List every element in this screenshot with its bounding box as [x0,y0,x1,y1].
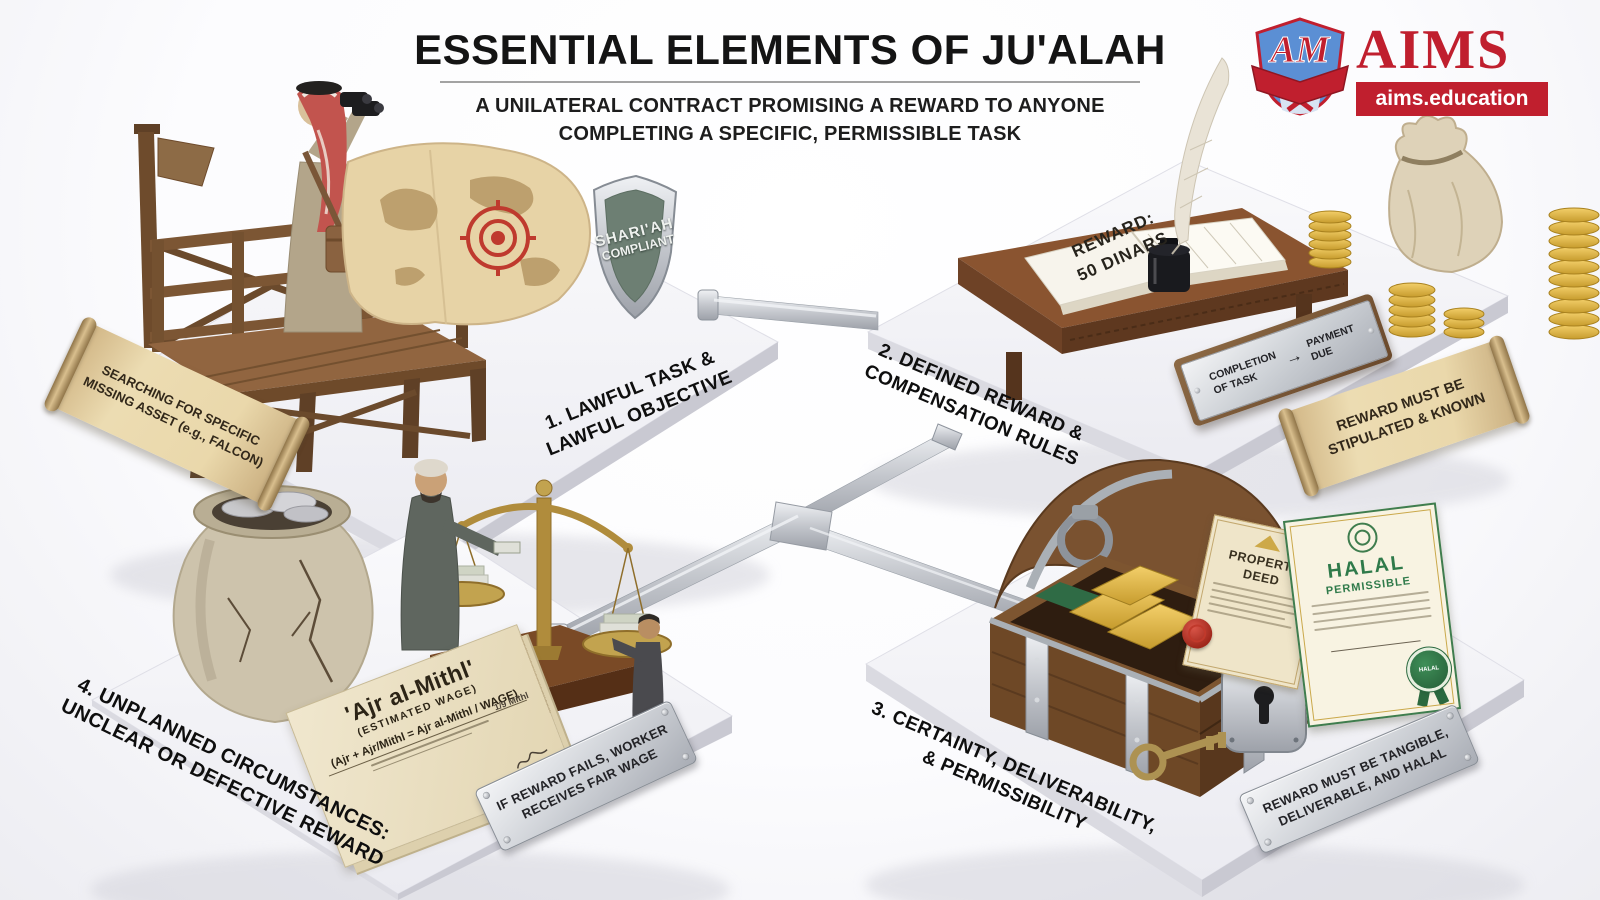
ajr-al-mithl-document: 'Ajr al-Mithl' (ESTIMATED WAGE) (Ajr + A… [285,624,577,868]
connector-rod-top [697,289,879,331]
cert-text-line [1312,598,1430,616]
screw-icon [1445,711,1455,721]
shariah-shield-icon [592,174,678,320]
signature-icon [517,749,548,769]
merchant-figure [400,459,521,651]
title-divider [440,81,1140,83]
halal-seal-icon: HALAL [1407,648,1451,691]
key-icon [1129,732,1226,781]
cracked-vase [172,485,374,724]
q2-plaque-right: PAYMENT DUE [1305,323,1361,365]
halal-certificate: HALAL PERMISSIBLE HALAL [1282,502,1462,728]
header: ESSENTIAL ELEMENTS OF JU'ALAH A UNILATER… [390,26,1190,148]
aims-wordmark: AIMS [1356,19,1511,81]
page-title: ESSENTIAL ELEMENTS OF JU'ALAH [414,26,1166,73]
cert-text-line [1313,606,1431,624]
screw-icon [1263,837,1273,847]
screw-icon [502,835,512,845]
screw-icon [660,707,670,717]
aims-website: aims.education [1356,82,1548,116]
screw-icon [1463,752,1473,762]
connector-rod-center [547,423,1061,651]
page-subtitle: A UNILATERAL CONTRACT PROMISING A REWARD… [390,92,1190,148]
cert-signature-line [1329,628,1421,653]
screw-icon [1245,796,1255,806]
screw-icon [481,790,492,801]
quill-icon [1171,57,1230,255]
inkwell [1148,238,1190,292]
money-bag [1388,114,1504,274]
aims-logo-shield: AM [1250,17,1350,116]
subtitle-line-2: COMPLETING A SPECIFIC, PERMISSIBLE TASK [558,123,1022,145]
arrow-right-icon: → [1282,345,1305,369]
aims-logo: AM AIMS aims.education [1248,10,1553,122]
subtitle-line-1: A UNILATERAL CONTRACT PROMISING A REWARD… [475,95,1105,117]
deed-ornament-icon [1254,532,1283,552]
certificate-ornament-icon [1345,520,1380,555]
coin-stacks [1308,207,1600,340]
q2-plaque-left: COMPLETION OF TASK [1208,350,1283,399]
aims-monogram: AM [1268,29,1330,71]
screw-icon [680,751,691,762]
halal-seal-text: HALAL [1418,665,1440,674]
treasure-map [341,142,591,326]
